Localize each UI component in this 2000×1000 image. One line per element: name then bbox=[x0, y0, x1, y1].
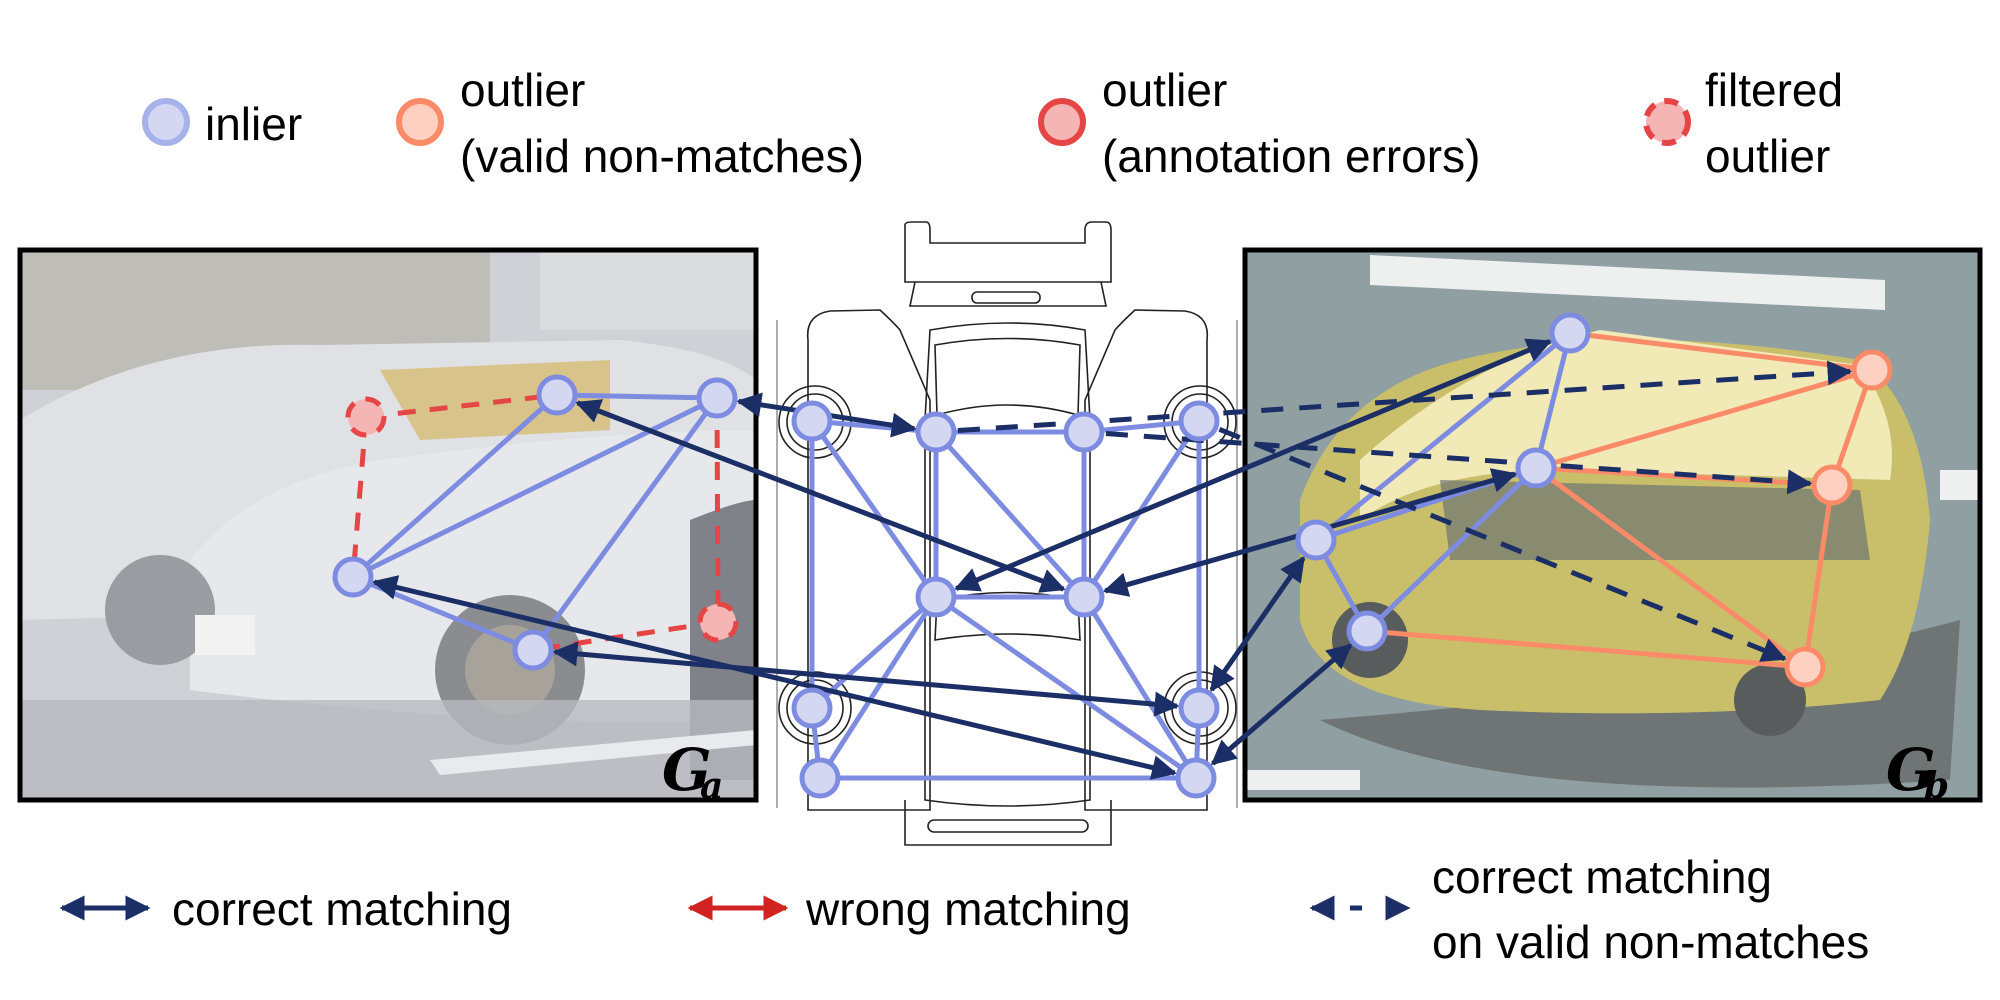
node-outlier-valid bbox=[1784, 646, 1826, 688]
node-inlier bbox=[915, 411, 957, 453]
legend-inlier-label: inlier bbox=[205, 98, 302, 150]
legend-outlier-error-line1: outlier bbox=[1102, 64, 1227, 116]
graph-nodes bbox=[332, 312, 1893, 799]
node-inlier bbox=[512, 629, 554, 671]
graph-edge bbox=[934, 430, 1086, 599]
filtered-outlier-marker-icon bbox=[1643, 98, 1691, 146]
graph-edge bbox=[1569, 330, 1873, 373]
graph-edge bbox=[1802, 484, 1835, 668]
outlier-error-marker-icon bbox=[1038, 98, 1086, 146]
node-outlier-valid bbox=[1851, 349, 1893, 391]
node-inlier bbox=[1178, 400, 1220, 442]
legend-outlier-valid-line2: (valid non-matches) bbox=[460, 130, 864, 182]
legend-item-outlier-error: outlier (annotation errors) bbox=[1038, 64, 1480, 182]
legend-wrong-label: wrong matching bbox=[805, 883, 1131, 935]
node-inlier bbox=[1295, 519, 1337, 561]
graph-edge bbox=[365, 392, 558, 420]
dashed-matching-arrow bbox=[1218, 426, 1787, 662]
legend-filtered-line1: filtered bbox=[1705, 64, 1843, 116]
graph-edge bbox=[351, 393, 559, 579]
correct-matching-arrow bbox=[1210, 643, 1353, 766]
graph-edge bbox=[1535, 367, 1873, 471]
graph-edge bbox=[809, 419, 939, 599]
node-filtered bbox=[345, 396, 387, 438]
legend-dashed-line2: on valid non-matches bbox=[1432, 916, 1869, 968]
legend-dashed-line1: correct matching bbox=[1432, 851, 1772, 903]
legend-outlier-error-line2: (annotation errors) bbox=[1102, 130, 1480, 182]
node-inlier bbox=[915, 576, 957, 618]
legend-bottom: correct matching wrong matching correct … bbox=[59, 851, 1869, 968]
node-inlier bbox=[791, 687, 833, 729]
car-schematic bbox=[776, 221, 1238, 846]
graph-a-panel: G a bbox=[17, 247, 759, 807]
node-inlier bbox=[1063, 411, 1105, 453]
node-inlier bbox=[1346, 610, 1388, 652]
graph-edge bbox=[556, 392, 718, 401]
graph-edge bbox=[1534, 465, 1807, 670]
node-inlier bbox=[1549, 312, 1591, 354]
legend-top: inlier outlier (valid non-matches) outli… bbox=[142, 64, 1843, 182]
graph-b-subscript: b bbox=[1924, 765, 1949, 807]
node-inlier bbox=[1063, 576, 1105, 618]
node-inlier bbox=[1515, 447, 1557, 489]
node-filtered bbox=[697, 601, 739, 643]
outlier-valid-marker-icon bbox=[396, 98, 444, 146]
node-inlier bbox=[791, 400, 833, 442]
legend-outlier-valid-line1: outlier bbox=[460, 64, 585, 116]
correct-matching-arrow bbox=[954, 338, 1552, 592]
graph-edge bbox=[1081, 595, 1199, 780]
legend-item-outlier-valid: outlier (valid non-matches) bbox=[396, 64, 864, 182]
legend-item-inlier: inlier bbox=[142, 98, 302, 150]
node-outlier-valid bbox=[1811, 464, 1853, 506]
node-inlier bbox=[799, 757, 841, 799]
node-inlier bbox=[696, 377, 738, 419]
dashed-matching-arrow bbox=[1105, 431, 1813, 495]
inlier-marker-icon bbox=[142, 98, 190, 146]
legend-filtered-line2: outlier bbox=[1705, 130, 1830, 182]
graph-a-photo bbox=[20, 250, 756, 800]
graph-edge bbox=[350, 416, 369, 578]
graph-a-subscript: a bbox=[700, 765, 723, 807]
node-inlier bbox=[536, 374, 578, 416]
legend-item-filtered: filtered outlier bbox=[1643, 64, 1843, 182]
graph-edge bbox=[1366, 628, 1806, 670]
legend-correct-label: correct matching bbox=[172, 883, 512, 935]
node-inlier bbox=[1178, 687, 1220, 729]
node-inlier bbox=[1175, 757, 1217, 799]
correct-matching-arrow bbox=[552, 641, 1180, 717]
graph-b-label: G bbox=[1886, 736, 1936, 804]
node-inlier bbox=[332, 556, 374, 598]
